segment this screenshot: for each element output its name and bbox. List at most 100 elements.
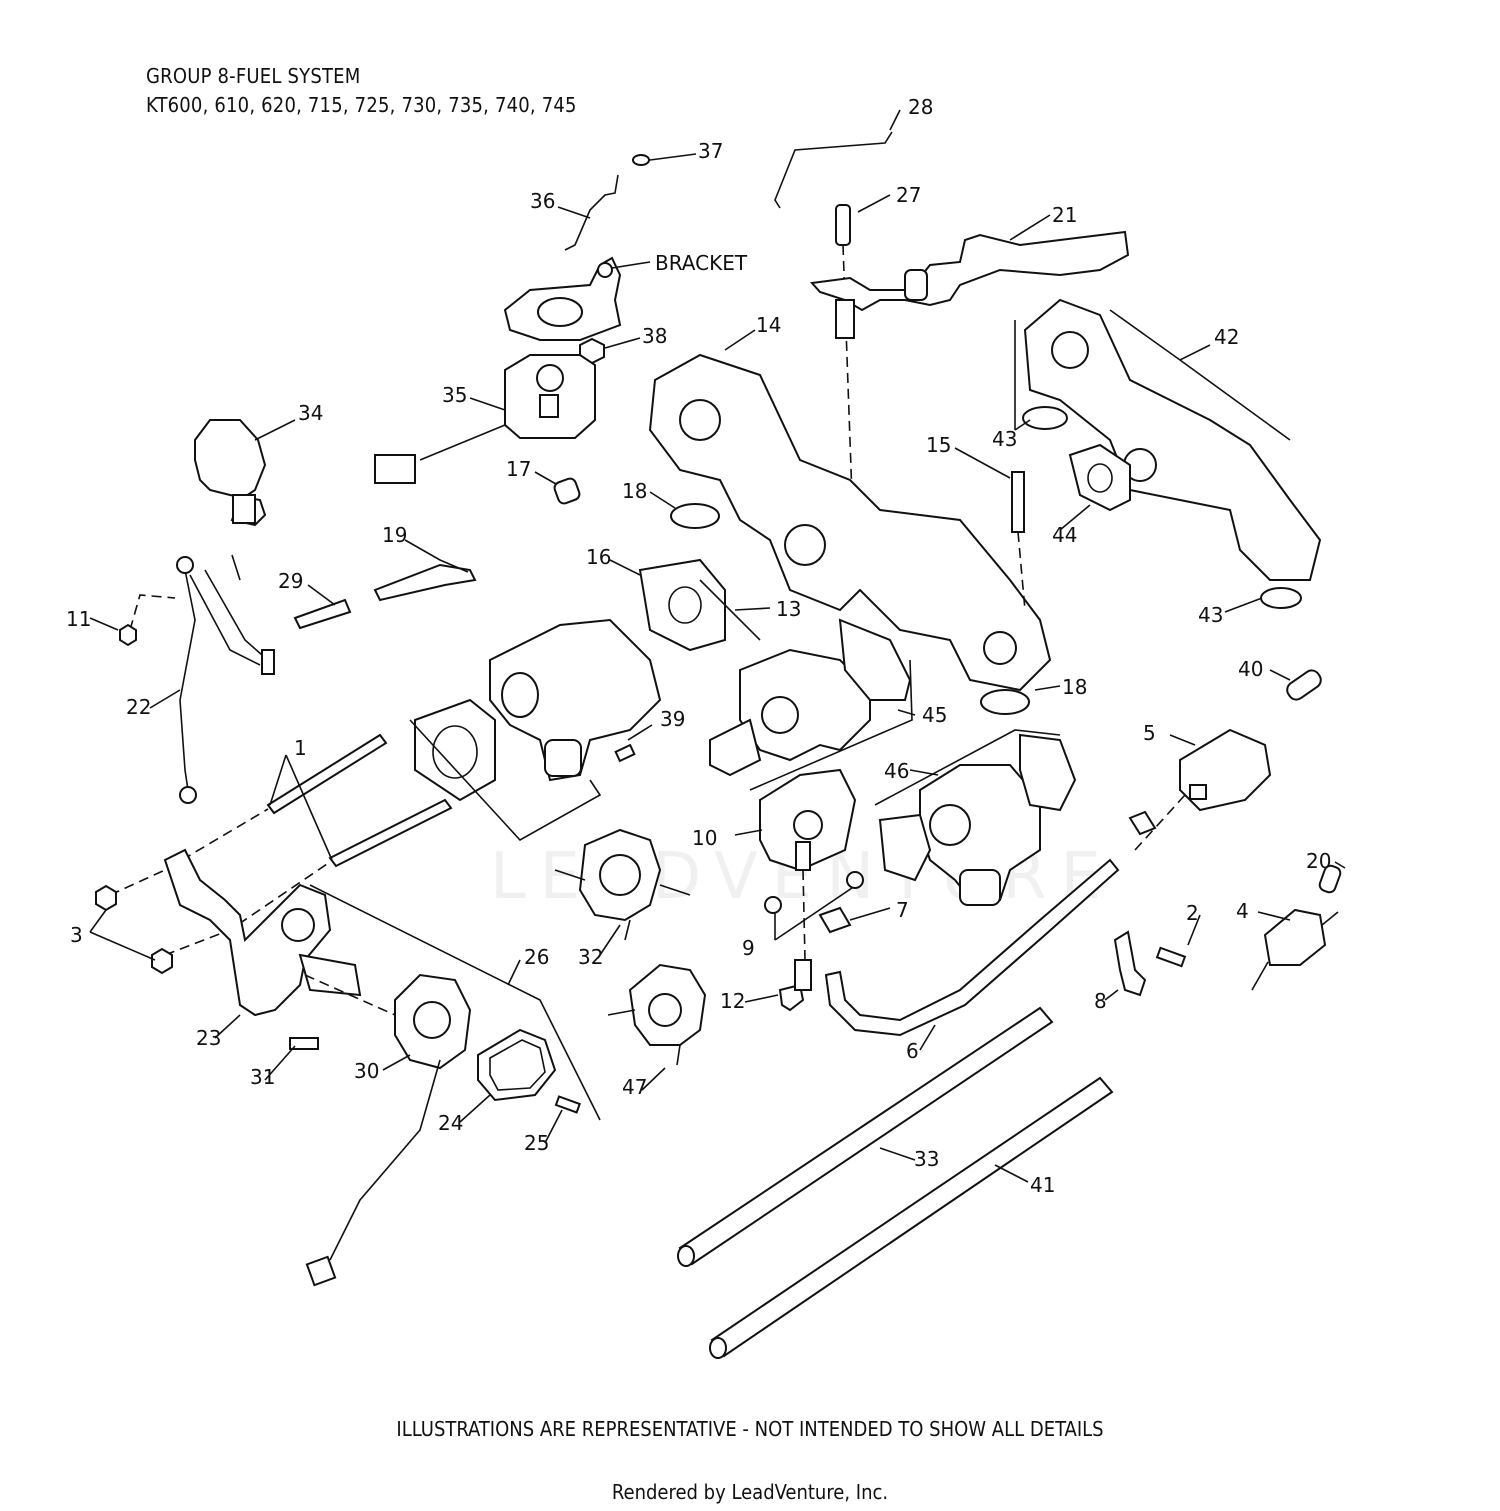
part-23-mounting-bracket: [163, 848, 332, 1017]
carb-45-gasket-rear: [838, 618, 912, 701]
part-29-fitting: [293, 598, 352, 630]
bracket-23-hole: [281, 908, 315, 942]
part-3-nut-lower: [151, 947, 173, 975]
part-18-gasket-lower: [980, 689, 1030, 715]
callout-11: 11: [66, 607, 91, 631]
part-33-fuel-line: [678, 1006, 1054, 1266]
part-37-nut: [632, 154, 650, 166]
callout-5: 5: [1143, 721, 1156, 745]
part-20-sleeve: [1318, 864, 1342, 894]
part-44-gasket: [1068, 443, 1131, 512]
part-36-linkage-rod: [564, 174, 619, 251]
pump-32-diaphragm: [599, 854, 641, 896]
manifold-port-14a: [679, 399, 721, 441]
callout-27: 27: [896, 183, 921, 207]
part-22-ground-wire: [179, 569, 196, 791]
carb-45-throat: [761, 696, 799, 734]
part-27-pin: [835, 204, 851, 246]
part-6-fuel-hose: [824, 858, 1120, 1037]
carb-45-gasket-front: [709, 718, 762, 777]
wire-leads: [189, 554, 263, 666]
callout-28: 28: [908, 95, 933, 119]
manifold-port-14b: [784, 524, 826, 566]
part-41-fuel-line: [710, 1076, 1114, 1358]
carb-13-throat: [501, 672, 539, 718]
part-31-bolt: [289, 1037, 319, 1050]
part-16-gasket: [638, 558, 726, 652]
bracket-tab-hole: [597, 262, 613, 278]
part-28-linkage-rod: [774, 131, 893, 209]
part-42-intake-manifold: [1023, 298, 1322, 581]
callout-30: 30: [354, 1059, 379, 1083]
part-14-intake-manifold: [648, 353, 1052, 692]
part-25-screw: [554, 1095, 581, 1114]
manifold-port-42a: [1051, 331, 1089, 369]
part-7-clamp: [818, 906, 852, 934]
callout-17: 17: [506, 457, 531, 481]
callout-43: 43: [992, 427, 1017, 451]
lever-stud: [904, 269, 928, 301]
motor-hub: [536, 364, 564, 392]
pump-32-fittings: [554, 869, 691, 941]
bracket-line-13: [409, 719, 602, 842]
gasket-24-inner: [489, 1039, 546, 1091]
assembly-line-11: [129, 594, 176, 631]
callout-31: 31: [250, 1065, 275, 1089]
callout-2: 2: [1186, 901, 1199, 925]
gasket-44-hole: [1087, 463, 1113, 493]
callout-46: 46: [884, 759, 909, 783]
model-list: KT600, 610, 620, 715, 725, 730, 735, 740…: [146, 93, 577, 117]
callout-1: 1: [294, 736, 307, 760]
callout-9: 9: [742, 936, 755, 960]
pump-10-port: [793, 810, 823, 840]
filter-5-nipple: [1189, 784, 1207, 800]
bracket-23-arm: [298, 953, 362, 997]
callout-22: 22: [126, 695, 151, 719]
callout-38: 38: [642, 324, 667, 348]
bracket-line-26: [309, 884, 601, 1121]
carb-gasket-left: [414, 698, 496, 802]
callout-37: 37: [698, 139, 723, 163]
part-15-bolt: [1011, 471, 1025, 533]
part-1-stud-upper: [266, 733, 388, 815]
bracket-line-46: [874, 729, 1061, 806]
callout-24: 24: [438, 1111, 463, 1135]
callout-8: 8: [1094, 989, 1107, 1013]
pump-10-screw: [846, 871, 864, 889]
manifold-port-14c: [983, 631, 1017, 665]
part-40-sleeve: [1286, 669, 1322, 701]
lever-shaft: [835, 299, 855, 339]
callout-47: 47: [622, 1075, 647, 1099]
callout-34: 34: [298, 401, 323, 425]
filter-4-inlet: [1321, 911, 1339, 926]
callout-10: 10: [692, 826, 717, 850]
wire-connector: [261, 649, 275, 675]
part-1-stud-lower: [328, 798, 453, 868]
footer-disclaimer: ILLUSTRATIONS ARE REPRESENTATIVE - NOT I…: [396, 1417, 1104, 1441]
callout-33: 33: [914, 1147, 939, 1171]
pump-47-diaphragm: [648, 993, 682, 1027]
part-19-breather-hose: [373, 563, 477, 602]
gasket-16-hole: [668, 586, 702, 624]
actuator-30-lead: [329, 1059, 441, 1261]
carb-13-bowl: [544, 739, 582, 777]
callout-26: 26: [524, 945, 549, 969]
carb-46-throat: [929, 804, 971, 846]
part-9-screw: [764, 896, 782, 914]
part-3-nut-upper: [95, 884, 117, 912]
part-2-bolt: [1155, 946, 1187, 968]
callout-19: 19: [382, 523, 407, 547]
callout-15: 15: [926, 433, 951, 457]
fitting-12-stem: [794, 959, 812, 991]
carb-gasket-left-hole: [432, 725, 478, 779]
part-4-fuel-filter: [1263, 908, 1327, 966]
part-11-nut: [119, 623, 137, 647]
footer-credit: Rendered by LeadVenture, Inc.: [611, 1480, 889, 1504]
part-17-bushing: [553, 477, 581, 505]
callout-18: 18: [622, 479, 647, 503]
callout-40: 40: [1238, 657, 1263, 681]
part-21-control-lever: [809, 230, 1130, 312]
callout-32: 32: [578, 945, 603, 969]
part-43-o-ring-upper: [1022, 406, 1068, 430]
line-33-end: [677, 1245, 695, 1267]
